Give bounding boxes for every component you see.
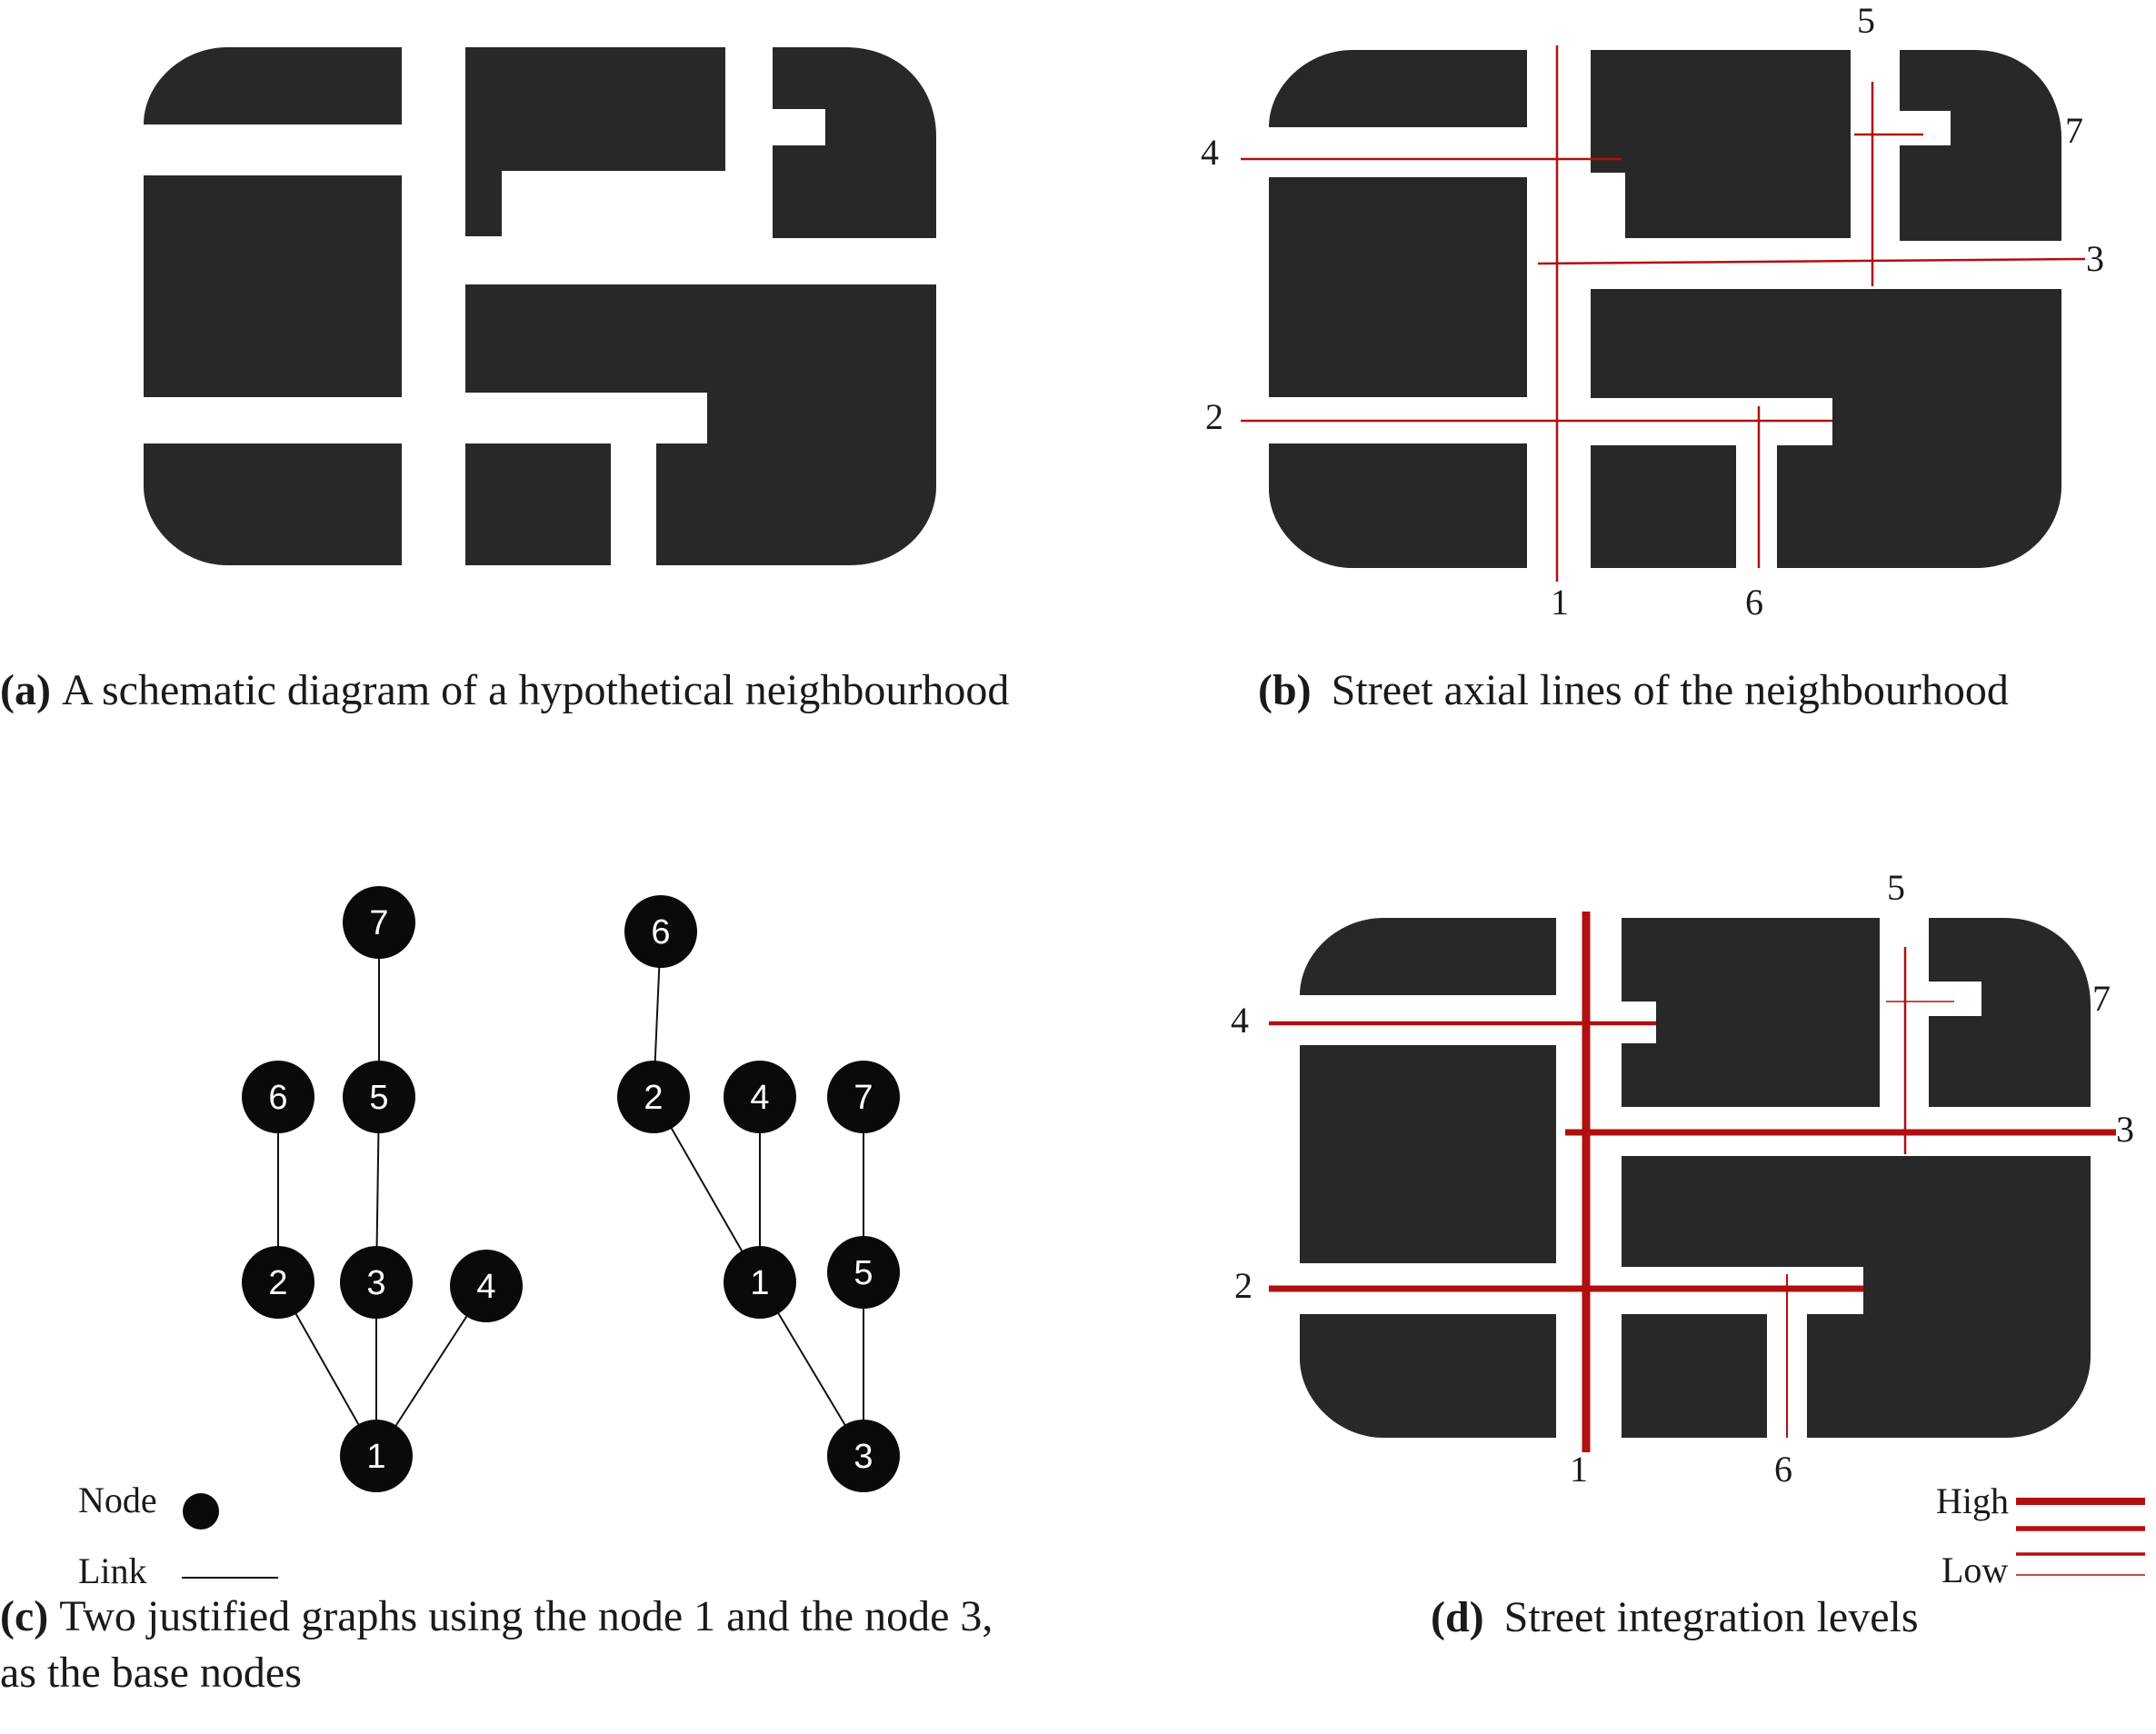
caption-b: (b) Street axial lines of the neighbourho…	[1258, 666, 2009, 714]
caption-c-text1: Two justified graphs using the node 1 an…	[59, 1592, 993, 1640]
graph-node-circle	[827, 1061, 900, 1133]
graph-node-circle	[617, 1061, 690, 1133]
legend-c: Node Link	[78, 1480, 278, 1591]
panel-c: 1 2 3 4 5 6 7 1 2 3 4 5 6 7 Node Link (c)Two justifie…	[0, 886, 993, 1697]
graph-nodes: 1 2 3 4 5 6 7 1 2 3 4 5 6 7	[242, 886, 900, 1492]
graph-left-node-1: 1	[340, 1420, 413, 1492]
graph-node-circle	[340, 1420, 413, 1492]
graph-left-node-7: 7	[343, 886, 415, 959]
graph-node-label: 1	[750, 1264, 769, 1302]
neighbourhood-map-a	[144, 47, 936, 565]
legend-node-symbol	[183, 1493, 219, 1530]
graph-node-circle	[827, 1420, 900, 1492]
panel-a: (a)A schematic diagram of a hypothetical…	[0, 47, 1009, 714]
caption-c-line1: (c)Two justified graphs using the node 1…	[0, 1592, 993, 1640]
graph-right-node-5: 5	[827, 1236, 900, 1309]
graph-left-node-6: 6	[242, 1061, 314, 1133]
graph-node-circle	[340, 1246, 413, 1319]
axial-line-3	[1537, 257, 2086, 265]
caption-b-text: Street axial lines of the neighbourhood	[1332, 666, 2009, 714]
graph-node-label: 6	[268, 1079, 287, 1117]
graph-node-label: 4	[750, 1079, 769, 1117]
graph-right-node-7: 7	[827, 1061, 900, 1133]
graph-node-label: 6	[651, 913, 670, 952]
label-d-3: 3	[2116, 1109, 2134, 1150]
caption-b-tag: (b)	[1258, 666, 1312, 714]
label-b-5: 5	[1857, 0, 1875, 41]
neighbourhood-map-b	[1269, 50, 2061, 568]
graph-node-circle	[343, 886, 415, 959]
legend-high-label: High	[1936, 1480, 2009, 1521]
label-d-6: 6	[1774, 1449, 1792, 1490]
panel-b: 1 2 3 4 5 6 7 (b) Street axial lines of t…	[1201, 0, 2104, 714]
legend-low-label: Low	[1941, 1550, 2008, 1590]
graph-left-node-5: 5	[343, 1061, 415, 1133]
caption-d-text: Street integration levels	[1504, 1593, 1919, 1641]
graph-right-node-2: 2	[617, 1061, 690, 1133]
label-d-7: 7	[2092, 978, 2111, 1019]
neighbourhood-map-d	[1300, 918, 2091, 1438]
graph-node-label: 1	[366, 1438, 385, 1476]
integration-lines-d	[1269, 912, 2116, 1452]
graph-links	[277, 922, 864, 1457]
graph-right-node-1: 1	[724, 1246, 796, 1319]
integration-labels-d: 1 2 3 4 5 6 7	[1231, 867, 2134, 1490]
graph-node-label: 5	[369, 1079, 388, 1117]
panel-d: 1 2 3 4 5 6 7 High Low (d) Street integra…	[1231, 867, 2145, 1641]
caption-c-tag: (c)	[0, 1592, 48, 1640]
caption-d-tag: (d)	[1431, 1593, 1484, 1641]
graph-right-node-6: 6	[624, 895, 697, 968]
label-d-5: 5	[1887, 867, 1905, 908]
label-b-7: 7	[2065, 110, 2083, 151]
graph-node-circle	[724, 1061, 796, 1133]
caption-c-line2: as the base nodes	[0, 1649, 302, 1697]
axial-lines-b	[1241, 45, 2086, 582]
label-b-3: 3	[2086, 238, 2104, 279]
graph-node-label: 4	[476, 1268, 495, 1306]
label-d-2: 2	[1234, 1265, 1253, 1306]
graph-node-circle	[724, 1246, 796, 1319]
label-b-6: 6	[1745, 582, 1763, 623]
graph-node-circle	[450, 1250, 523, 1322]
graph-left-node-4: 4	[450, 1250, 523, 1322]
caption-a: (a)A schematic diagram of a hypothetical…	[0, 666, 1009, 714]
label-d-4: 4	[1231, 1000, 1249, 1041]
graph-right-node-3: 3	[827, 1420, 900, 1492]
axial-labels-b: 1 2 3 4 5 6 7	[1201, 0, 2104, 623]
graph-node-circle	[827, 1236, 900, 1309]
graph-node-circle	[343, 1061, 415, 1133]
graph-node-label: 3	[853, 1438, 873, 1476]
label-b-2: 2	[1205, 396, 1223, 437]
legend-d: High Low	[1936, 1480, 2145, 1590]
caption-d: (d) Street integration levels	[1431, 1593, 1919, 1641]
graph-node-label: 3	[366, 1264, 385, 1302]
graph-node-label: 2	[268, 1264, 287, 1302]
graph-node-label: 5	[853, 1254, 873, 1292]
legend-link-label: Link	[78, 1550, 147, 1591]
legend-node-label: Node	[78, 1480, 157, 1520]
graph-node-label: 7	[369, 904, 388, 942]
graph-node-label: 2	[644, 1079, 663, 1117]
caption-a-text: A schematic diagram of a hypothetical ne…	[62, 666, 1009, 714]
graph-left-node-3: 3	[340, 1246, 413, 1319]
graph-node-circle	[242, 1246, 314, 1319]
graph-node-circle	[242, 1061, 314, 1133]
caption-a-tag: (a)	[0, 666, 51, 714]
label-d-1: 1	[1570, 1449, 1588, 1490]
graph-right-node-4: 4	[724, 1061, 796, 1133]
graph-node-circle	[624, 895, 697, 968]
label-b-1: 1	[1551, 582, 1569, 623]
label-b-4: 4	[1201, 132, 1219, 173]
graph-left-node-2: 2	[242, 1246, 314, 1319]
graph-node-label: 7	[853, 1079, 873, 1117]
